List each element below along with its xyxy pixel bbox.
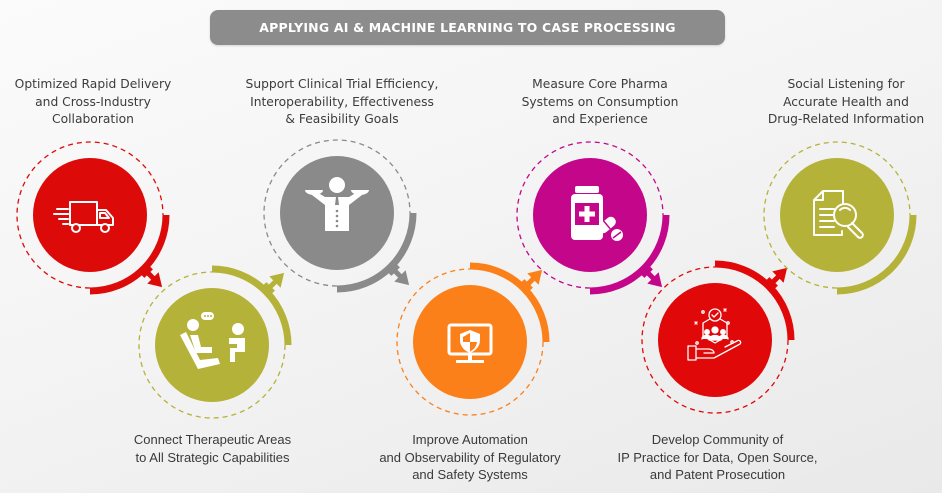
connector-arrow-tail [641, 266, 653, 278]
step-circle [155, 288, 269, 402]
progress-arc [589, 214, 670, 295]
dashed-ring [516, 141, 664, 289]
medicine-icon [571, 186, 623, 241]
connector-arrow-head [394, 270, 410, 286]
dashed-ring [16, 141, 164, 289]
connector-arrow-tail [263, 282, 275, 294]
connector-arrow-tail [388, 264, 400, 276]
step-7-label: Social Listening for Accurate Health and… [767, 77, 925, 126]
progress-arc [836, 214, 917, 295]
connector-arrow-head [647, 272, 663, 288]
connector-arrow-tail [766, 277, 778, 289]
progress-arc [336, 212, 417, 293]
document-search-icon [813, 190, 864, 239]
step-5-label: Measure Core Pharma Systems on Consumpti… [521, 77, 679, 126]
step-2-label: Connect Therapeutic Areas to All Strateg… [133, 432, 292, 465]
progress-arc [89, 214, 170, 295]
step-circle [33, 158, 147, 272]
title-banner: APPLYING AI & MACHINE LEARNING TO CASE P… [210, 10, 725, 45]
connector-arrow-head [527, 269, 543, 285]
dashed-ring [263, 139, 411, 287]
progress-arc [714, 260, 795, 341]
connector-arrow-head [147, 272, 163, 288]
step-1-label: Optimized Rapid Delivery and Cross-Indus… [14, 77, 172, 126]
step-2-node [138, 265, 292, 419]
community-hand-icon [687, 308, 742, 361]
monitor-shield-icon [447, 323, 493, 363]
step-7-node [763, 141, 917, 295]
connector-arrow-tail [141, 266, 153, 278]
connector-arrow-head [269, 272, 285, 288]
dashed-ring [138, 271, 286, 419]
step-6-label: Develop Community of IP Practice for Dat… [617, 432, 818, 482]
step-circle [780, 158, 894, 272]
dashed-ring [763, 141, 911, 289]
diagram-title: APPLYING AI & MACHINE LEARNING TO CASE P… [259, 20, 676, 35]
connector-arrow-tail [521, 279, 533, 291]
step-4-label: Improve Automation and Observability of … [379, 432, 561, 482]
dashed-ring [641, 266, 789, 414]
step-3-label: Support Clinical Trial Efficiency, Inter… [245, 77, 439, 126]
consultation-icon [180, 312, 245, 369]
progress-arc [469, 262, 550, 343]
delivery-truck-icon [53, 201, 114, 233]
connector-arrow-head [772, 267, 788, 283]
dashed-ring [396, 268, 544, 416]
progress-arc [211, 265, 292, 346]
balance-person-icon [305, 177, 369, 231]
step-1-node [16, 141, 170, 295]
